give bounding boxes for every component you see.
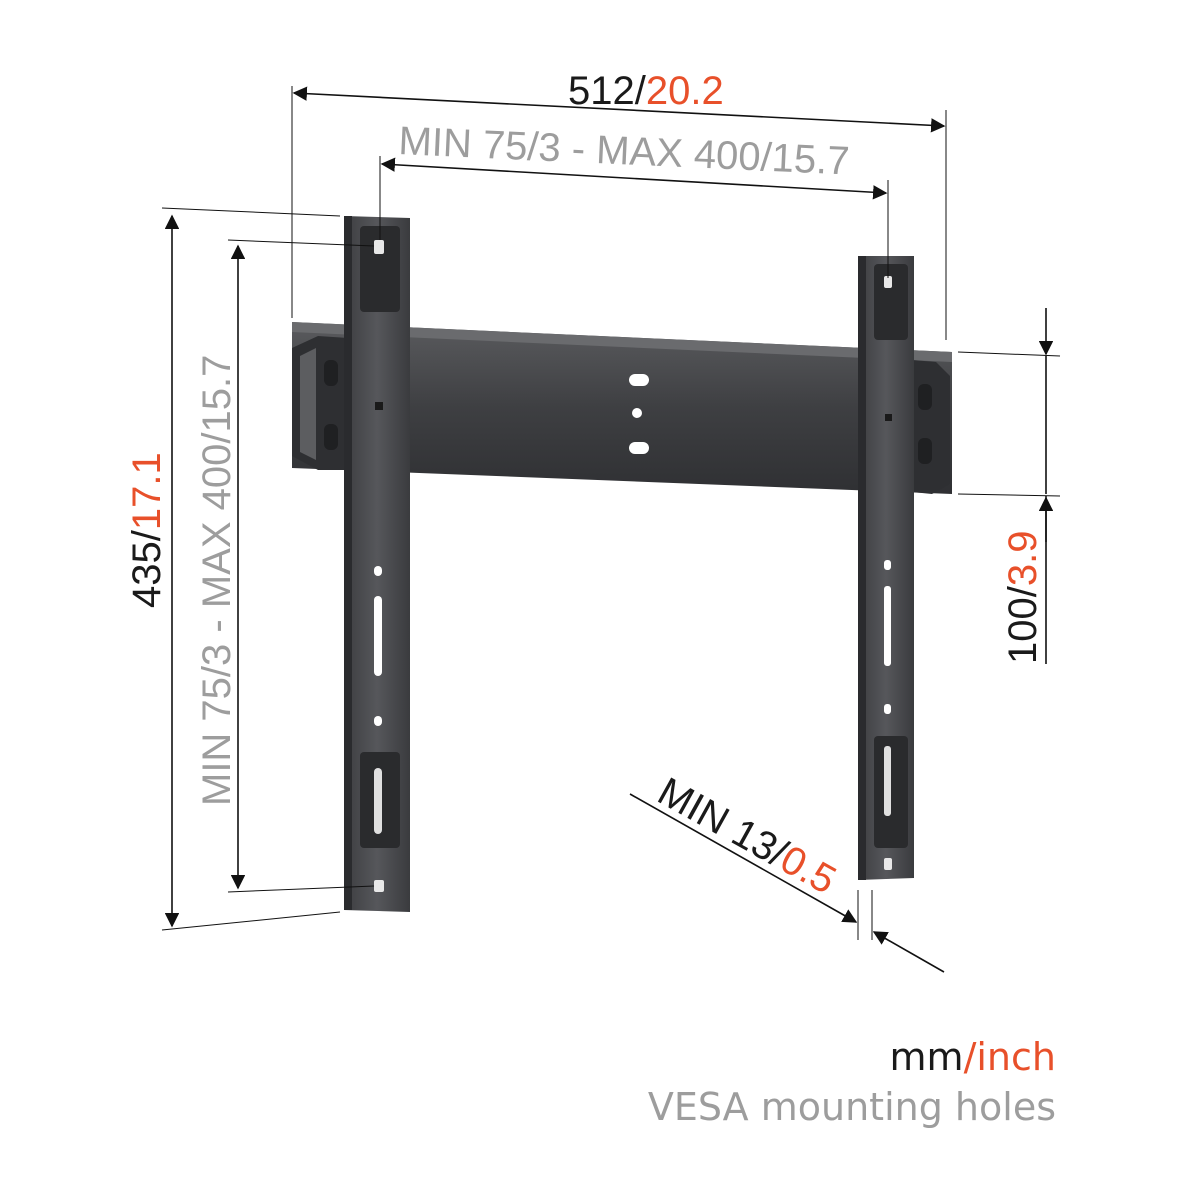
vesa-height-label: MIN 75/3 - MAX 400/15.7 xyxy=(195,355,239,806)
units-legend: mm/inch xyxy=(890,1035,1056,1079)
wall-distance-label: MIN 13/0.5 xyxy=(651,769,843,902)
vesa-width-label: MIN 75/3 - MAX 400/15.7 xyxy=(398,119,851,183)
rail-height-label: 100/3.9 xyxy=(1001,531,1045,664)
dimension-lines xyxy=(161,86,1061,973)
wall-rail xyxy=(292,322,952,494)
left-vesa-arm xyxy=(344,216,410,912)
wall-mount-product xyxy=(292,216,952,912)
right-vesa-arm xyxy=(858,256,914,880)
overall-height-label: 435/17.1 xyxy=(125,452,169,608)
vesa-caption: VESA mounting holes xyxy=(648,1085,1056,1129)
overall-width-label: 512/20.2 xyxy=(568,69,724,113)
